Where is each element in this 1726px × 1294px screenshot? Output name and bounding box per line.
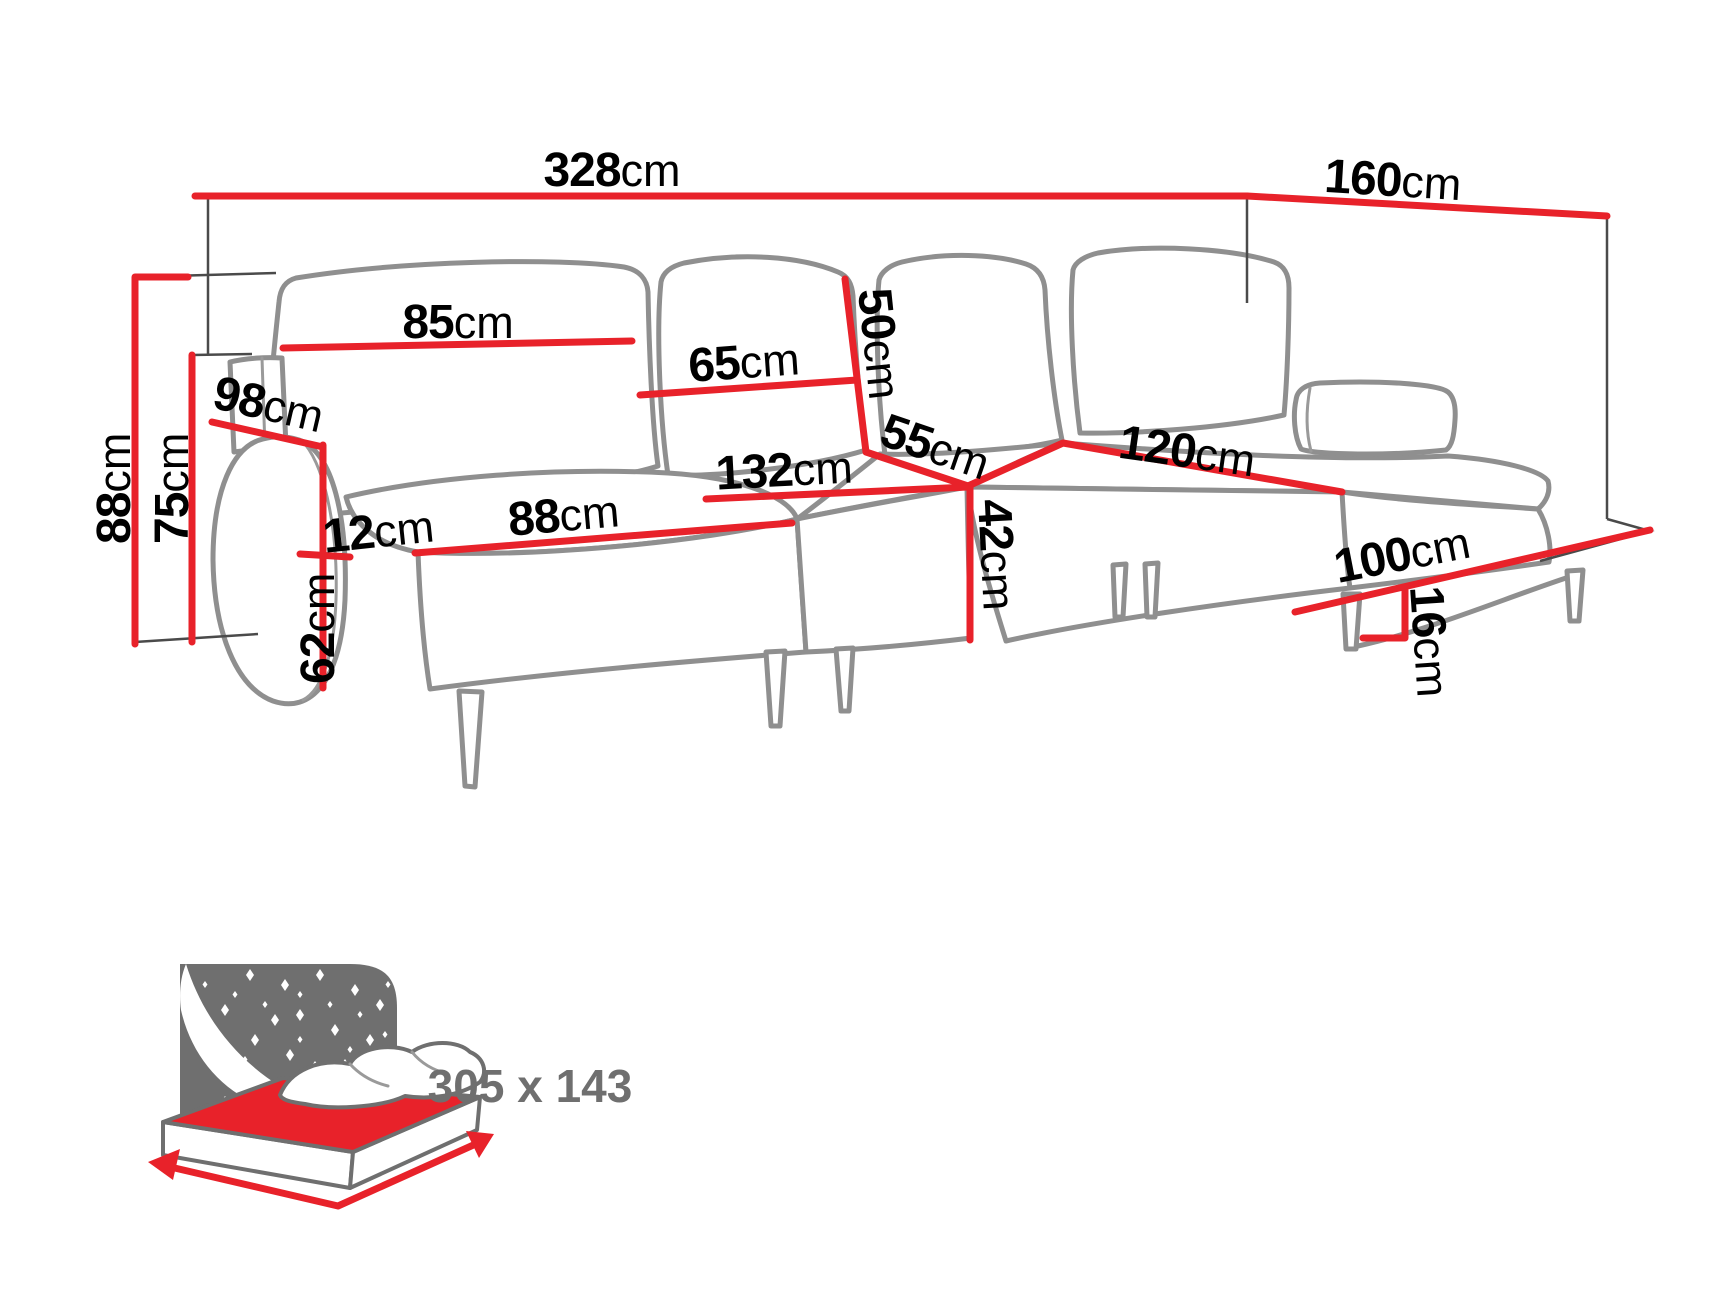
dim-line-right-chaise-depth (964, 439, 1346, 496)
dim-line-armrest-width (296, 550, 354, 561)
label-armrest-width: 12cm (320, 499, 436, 563)
dim-line-back-cushion-height (841, 275, 870, 456)
sofa-leg (1564, 567, 1586, 624)
sofa-leg (1340, 591, 1363, 652)
label-back-cushion-height: 50cm (847, 286, 911, 402)
label-middle-back-cushion-width: 65cm (687, 332, 802, 393)
right-armrest-cushion (1291, 379, 1458, 457)
dim-line-middle-back-cushion-width (636, 376, 861, 399)
back-cushion-right-middle (874, 252, 1065, 458)
dim-line-right-chaise-seat-width (1291, 526, 1654, 616)
dimension-labels: 328cm 160cm 88cm 75cm 85cm 65cm 98cm 50c… (88, 144, 1474, 699)
label-right-section-depth: 160cm (1323, 150, 1463, 211)
label-leg-height: 16cm (1399, 584, 1460, 699)
label-right-chaise-depth: 120cm (1116, 416, 1259, 488)
label-overall-height: 88cm (88, 433, 141, 544)
label-backrest-height: 75cm (146, 433, 199, 544)
dim-line-seat-depth (862, 448, 972, 490)
sleeping-function-icon (148, 964, 494, 1210)
dim-line-left-back-cushion-width (279, 337, 636, 352)
sofa-leg (1142, 560, 1161, 620)
dim-line-armrest-depth (208, 418, 327, 451)
extension-line (191, 352, 253, 357)
sofa-outline (210, 245, 1586, 790)
dim-line-middle-seat-width (702, 483, 972, 503)
bed-duvet-fold (348, 1050, 450, 1088)
left-chaise-front (415, 516, 809, 692)
label-overall-width: 328cm (543, 144, 680, 197)
bed-arrowhead-right (466, 1131, 494, 1158)
bed-arrowhead-left (148, 1149, 180, 1180)
right-armrest-cushion-seam (1305, 386, 1313, 453)
dim-line-left-chaise-seat-width (411, 519, 796, 557)
label-left-back-cushion-width: 85cm (402, 296, 513, 349)
back-cushion-right (1068, 245, 1292, 436)
bed-unfold-arrow (162, 1138, 484, 1210)
dim-line-leg-height (1359, 586, 1409, 642)
sofa-leg (763, 648, 788, 729)
sofa-leg (456, 688, 485, 790)
middle-seat-front (794, 484, 974, 655)
dim-line-overall-height (131, 273, 192, 648)
label-left-chaise-seat-width: 88cm (506, 484, 622, 547)
extension-line (134, 632, 259, 644)
dimension-lines (131, 192, 1654, 692)
label-seat-height: 42cm (967, 498, 1026, 612)
moon-swoosh (180, 964, 368, 1118)
sofa-leg (833, 645, 856, 714)
label-middle-seat-width: 132cm (714, 440, 854, 500)
sofa-leg (1110, 561, 1129, 620)
label-armrest-height: 62cm (292, 573, 345, 684)
bed-size-label: 305 x 143 (428, 1060, 633, 1112)
dim-line-right-section-depth (1243, 192, 1611, 220)
